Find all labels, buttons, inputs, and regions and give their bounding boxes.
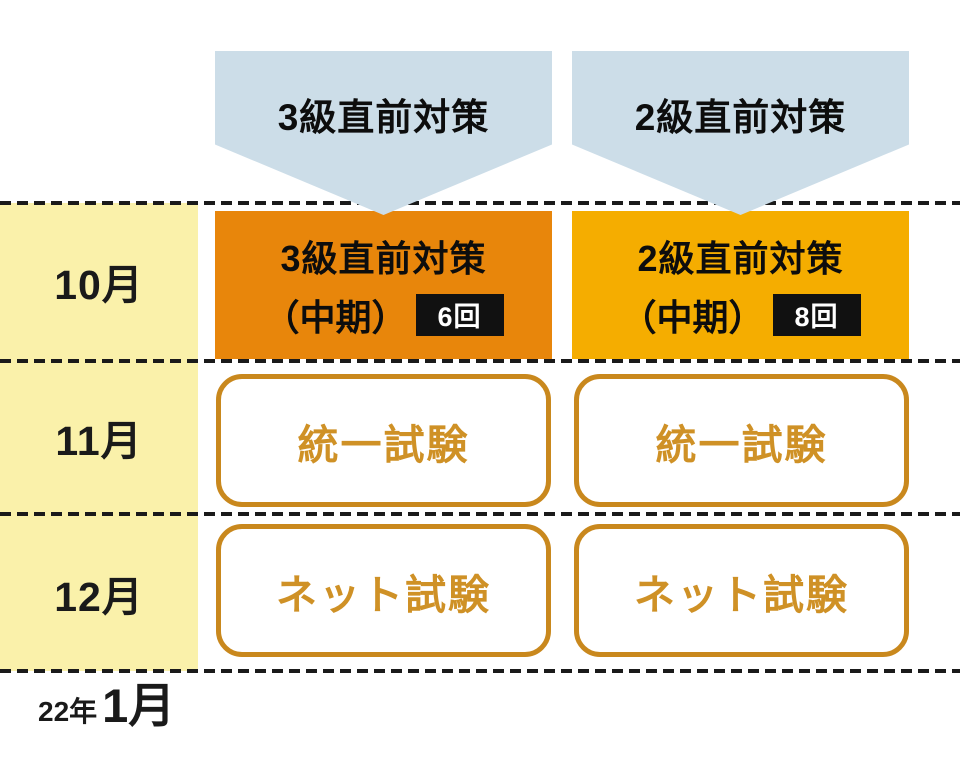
timeline-divider-december	[0, 512, 960, 516]
grade2-net-exam-box: ネット試験	[574, 524, 909, 657]
grade3-unified-exam-box: 統一試験	[216, 374, 551, 507]
course-title: 3級直前対策	[280, 237, 487, 279]
banner-label: 2級直前対策	[634, 97, 847, 138]
month-cell-december: 12月	[0, 515, 198, 671]
month-label-october: 10月	[54, 262, 144, 308]
timeline-divider-october	[0, 201, 960, 205]
timeline-divider-november	[0, 359, 960, 363]
month-cell-november: 11月	[0, 359, 198, 515]
grade2-course-box: 2級直前対策 （中期） 8回	[572, 211, 909, 359]
course-subtitle: （中期）	[620, 296, 765, 338]
month-column: 10月 11月 12月	[0, 203, 198, 671]
course-subtitle-row: （中期） 8回	[620, 289, 861, 341]
session-count-badge: 6回	[415, 293, 504, 336]
exam-label: 統一試験	[297, 421, 470, 468]
exam-label: ネット試験	[276, 571, 491, 618]
session-count-badge: 8回	[772, 293, 861, 336]
january-label: 1月	[102, 679, 176, 732]
grade2-banner: 2級直前対策	[572, 51, 909, 215]
month-label-november: 11月	[55, 418, 143, 464]
course-subtitle: （中期）	[263, 296, 408, 338]
grade3-course-box: 3級直前対策 （中期） 6回	[215, 211, 552, 359]
footer-date: 22年 1月	[38, 682, 175, 729]
banner-label: 3級直前対策	[277, 97, 490, 138]
course-title: 2級直前対策	[637, 237, 844, 279]
year-label: 22年	[38, 696, 98, 727]
month-cell-october: 10月	[0, 203, 198, 359]
timeline-divider-january	[0, 669, 960, 673]
course-subtitle-row: （中期） 6回	[263, 289, 504, 341]
grade2-unified-exam-box: 統一試験	[574, 374, 909, 507]
exam-label: ネット試験	[634, 571, 849, 618]
month-label-december: 12月	[54, 574, 144, 620]
grade3-net-exam-box: ネット試験	[216, 524, 551, 657]
grade3-banner: 3級直前対策	[215, 51, 552, 215]
exam-label: 統一試験	[655, 421, 828, 468]
